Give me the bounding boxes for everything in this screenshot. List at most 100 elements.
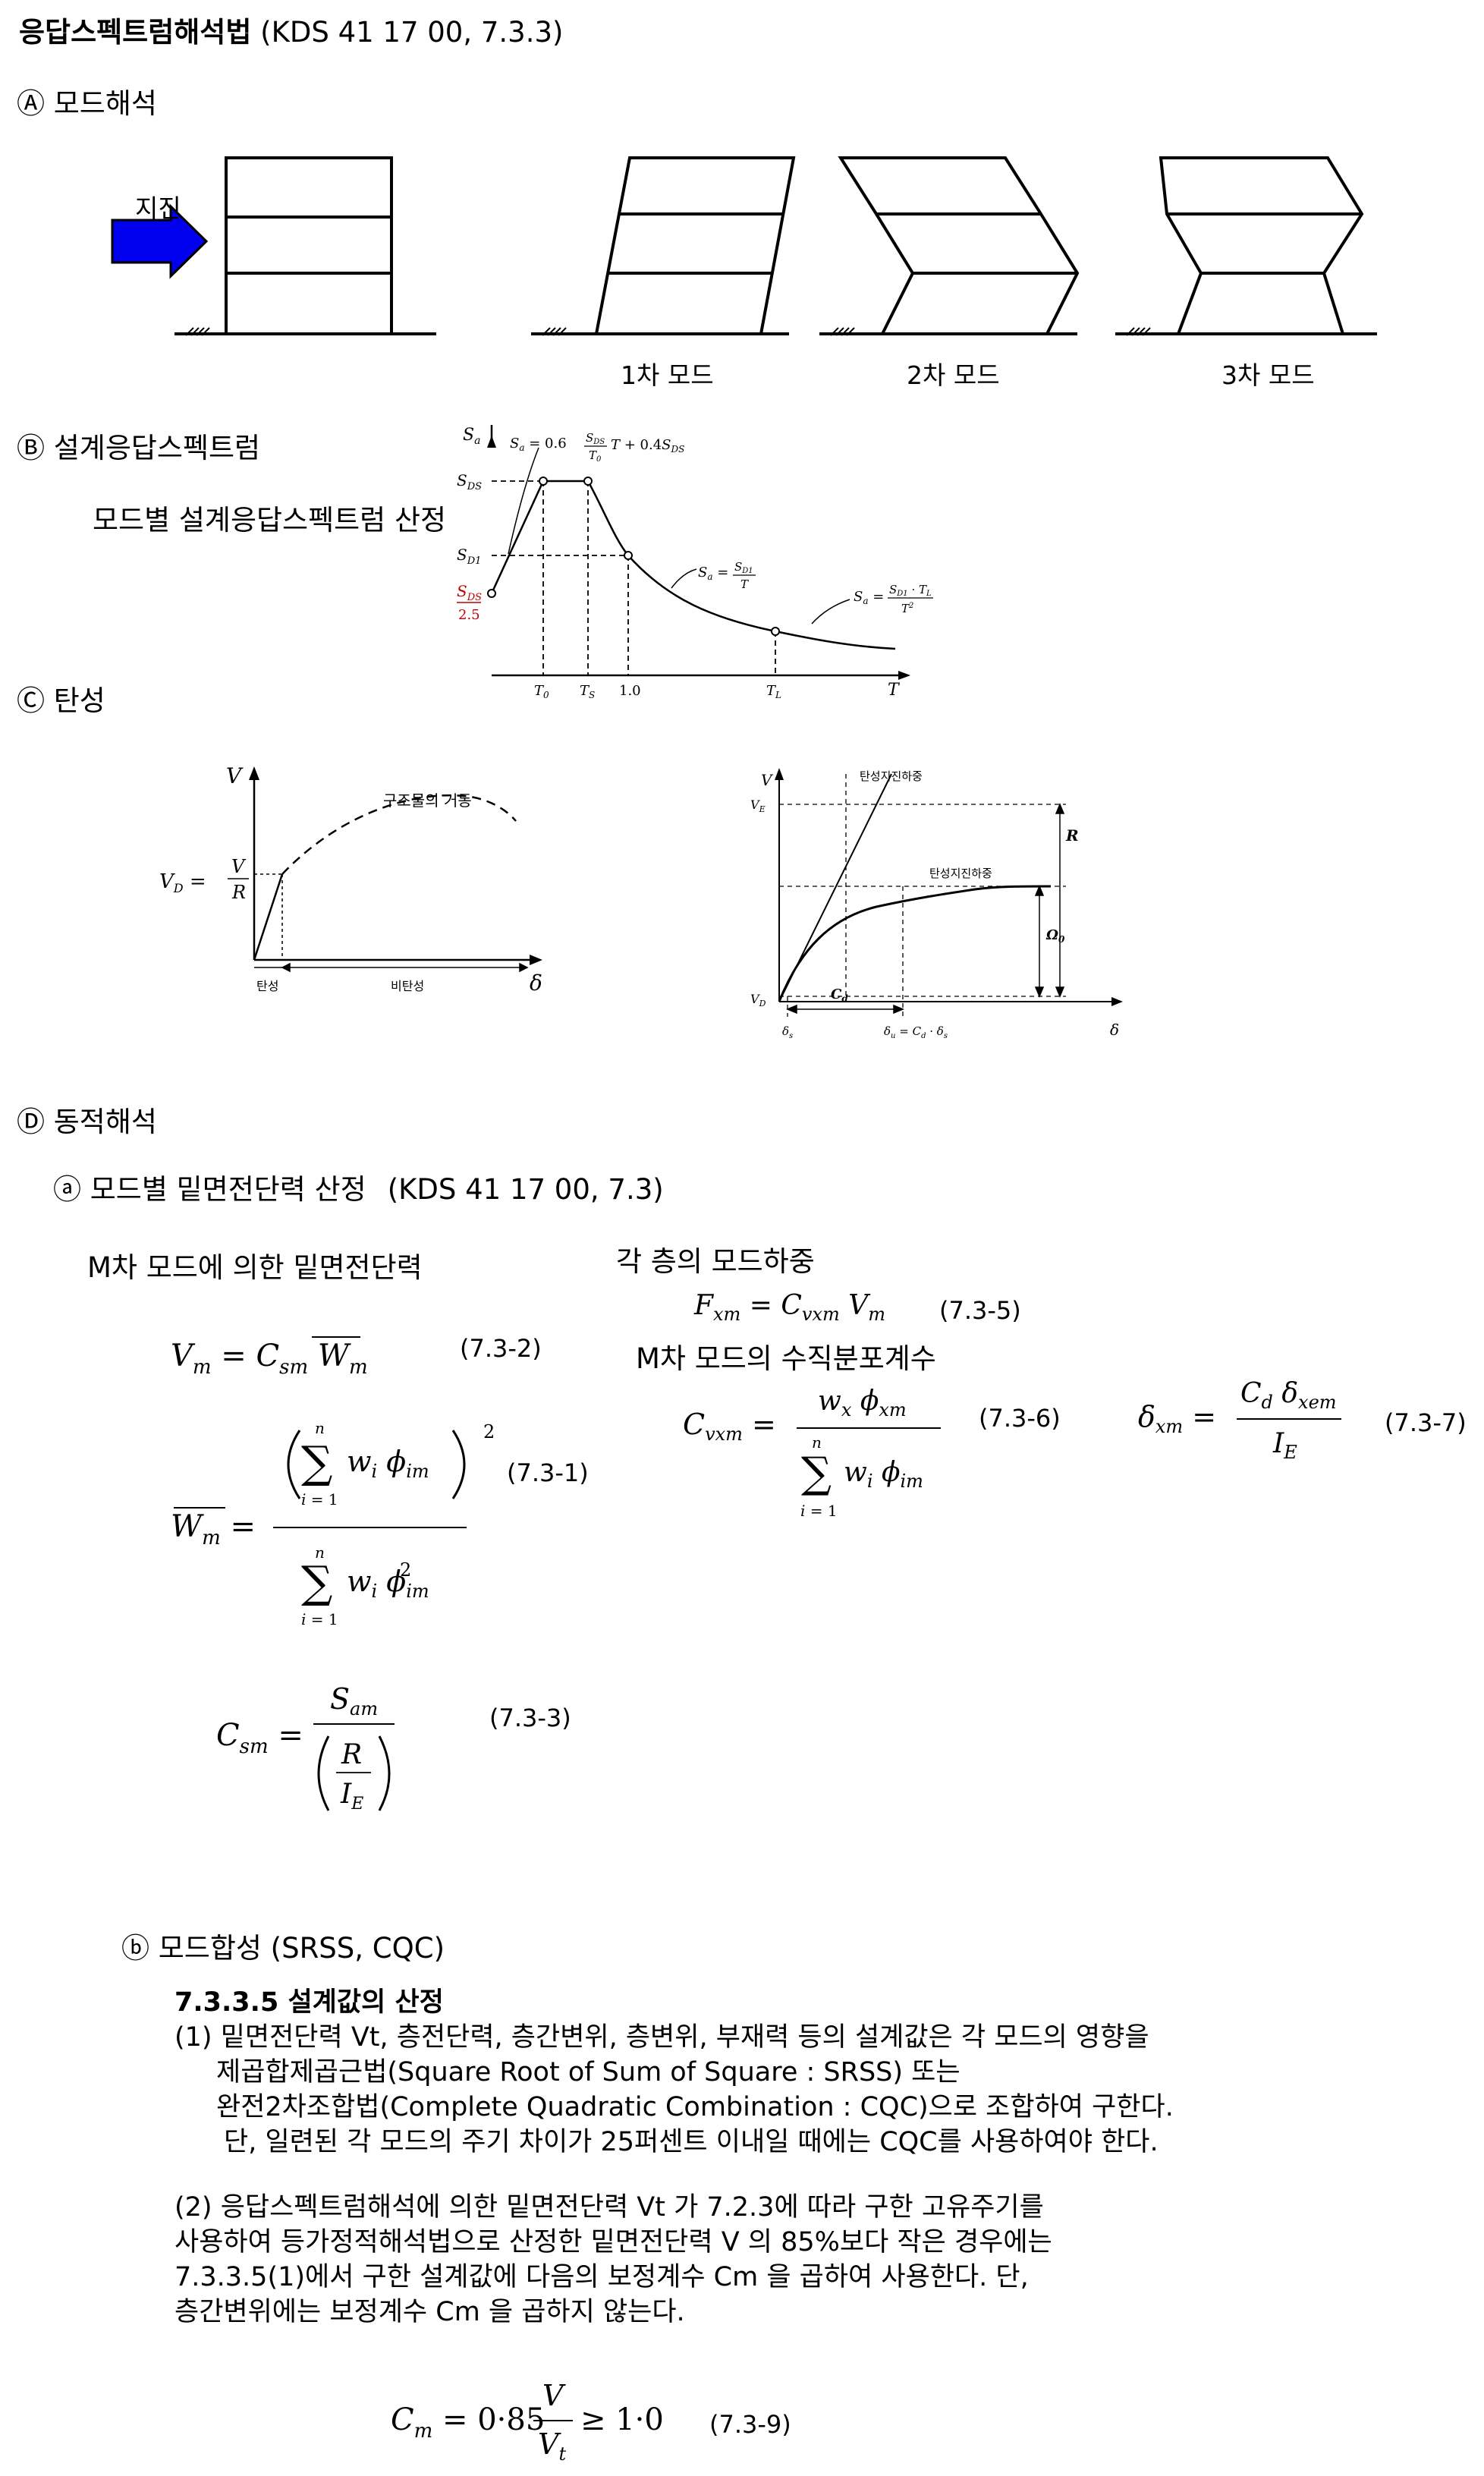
- svg-text:2: 2: [400, 1559, 411, 1581]
- eq-number-7-3-1: (7.3-1): [507, 1458, 589, 1487]
- svg-text:IE: IE: [340, 1779, 363, 1814]
- svg-text:δ: δ: [530, 971, 542, 996]
- svg-text:2: 2: [483, 1421, 495, 1442]
- svg-text:VD: VD: [750, 992, 766, 1008]
- para1-line3: 완전2차조합법(Complete Quadratic Combination :…: [216, 2092, 1174, 2122]
- page-title: 응답스펙트럼해석법 (KDS 41 17 00, 7.3.3): [19, 16, 564, 49]
- svg-text:SD1 · TL: SD1 · TL: [889, 583, 932, 598]
- svg-text:Sam: Sam: [330, 1682, 378, 1719]
- svg-text:δxm =: δxm =: [1138, 1400, 1216, 1437]
- equation-7-3-6: Cvxm = wx ϕxm n ∑ wi ϕim i = 1: [683, 1386, 941, 1520]
- svg-text:n: n: [315, 1419, 325, 1437]
- svg-text:R: R: [341, 1739, 362, 1770]
- svg-text:≥ 1·0: ≥ 1·0: [580, 2402, 664, 2437]
- svg-text:Sa = 0.6: Sa = 0.6: [510, 436, 567, 453]
- svg-text:R: R: [1065, 826, 1079, 845]
- svg-text:Vm = Csm Wm: Vm = Csm Wm: [171, 1339, 368, 1379]
- para1-line4: 단, 일련된 각 모드의 주기 차이가 25퍼센트 이내일 때에는 CQC를 사…: [224, 2127, 1159, 2157]
- svg-text:SDS: SDS: [457, 582, 482, 603]
- svg-text:wx ϕxm: wx ϕxm: [818, 1386, 907, 1420]
- svg-text:n: n: [812, 1433, 822, 1452]
- eq-number-7-3-6: (7.3-6): [979, 1404, 1061, 1433]
- svg-text:wi ϕim: wi ϕim: [347, 1445, 429, 1482]
- svg-text:∑: ∑: [301, 1556, 332, 1608]
- eq-number-7-3-9: (7.3-9): [709, 2410, 791, 2439]
- vertical-dist-label: M차 모드의 수직분포계수: [636, 1342, 936, 1375]
- svg-text:∑: ∑: [301, 1436, 332, 1488]
- mode-3-label: 3차 모드: [1221, 360, 1315, 390]
- equation-7-3-5: Fxm = Cvxm Vm: [693, 1290, 885, 1325]
- svg-text:i = 1: i = 1: [800, 1502, 838, 1520]
- svg-text:2.5: 2.5: [458, 607, 480, 623]
- section-b-heading: Ⓑ 설계응답스펙트럼: [17, 432, 261, 464]
- svg-text:탄성지진하중: 탄성지진하중: [929, 867, 992, 880]
- svg-text:T + 0.4SDS: T + 0.4SDS: [611, 437, 684, 455]
- equation-7-3-1: Wm = 2 n ∑ wi ϕim i = 1 n ∑ wi ϕim 2 i =…: [171, 1419, 495, 1628]
- svg-text:비탄성: 비탄성: [391, 979, 424, 993]
- eq-number-7-3-5: (7.3-5): [939, 1296, 1021, 1325]
- m-base-shear-label: M차 모드에 의한 밑면전단력: [87, 1251, 423, 1284]
- svg-text:V: V: [226, 763, 244, 788]
- section-b-subheading: 모드별 설계응답스펙트럼 산정: [93, 504, 447, 536]
- equation-7-3-3: Csm = Sam R IE: [216, 1682, 395, 1814]
- svg-text:wi ϕim: wi ϕim: [844, 1457, 923, 1492]
- svg-text:V: V: [231, 856, 247, 877]
- svg-text:i = 1: i = 1: [301, 1610, 338, 1628]
- earthquake-label: 지진: [135, 193, 181, 223]
- svg-text:IE: IE: [1272, 1428, 1297, 1463]
- svg-text:Sa =: Sa =: [698, 565, 728, 582]
- svg-text:i = 1: i = 1: [301, 1490, 338, 1509]
- svg-text:Sa =: Sa =: [854, 589, 884, 606]
- svg-text:δu = Cd · δs: δu = Cd · δs: [884, 1024, 948, 1040]
- svg-text:n: n: [315, 1543, 325, 1562]
- svg-text:T0: T0: [534, 683, 549, 700]
- svg-text:V: V: [761, 771, 774, 789]
- svg-text:δ: δ: [1110, 1021, 1119, 1039]
- para1-line1: (1) 밑면전단력 Vt, 층전단력, 층간변위, 층변위, 부재력 등의 설계…: [174, 2022, 1149, 2053]
- svg-text:SD1: SD1: [734, 560, 753, 575]
- elastic-seismic-load-chart: V VE VD 탄성지진하중 탄성지진하중 R Ω0 Cd δs δu = Cd…: [750, 768, 1123, 1040]
- svg-text:R: R: [231, 882, 246, 903]
- earthquake-arrow-icon: [111, 203, 209, 279]
- clause-title: 7.3.3.5 설계값의 산정: [174, 1987, 444, 2018]
- section-a-heading: Ⓐ 모드해석: [17, 87, 157, 120]
- para2-line2: 사용하여 등가정적해석법으로 산정한 밑면전단력 V 의 85%보다 작은 경우…: [174, 2227, 1052, 2257]
- svg-text:VE: VE: [750, 798, 766, 814]
- mode-2-label: 2차 모드: [907, 360, 1000, 390]
- svg-text:Sa: Sa: [463, 426, 480, 447]
- svg-text:T0: T0: [589, 448, 602, 464]
- svg-text:Cd: Cd: [831, 986, 848, 1004]
- svg-text:TL: TL: [766, 683, 781, 700]
- para2-line1: (2) 응답스펙트럼해석에 의한 밑면전단력 Vt 가 7.2.3에 따라 구한…: [174, 2192, 1044, 2223]
- svg-text:T: T: [888, 681, 901, 700]
- sub-a-heading: ⓐ 모드별 밑면전단력 산정(KDS 41 17 00, 7.3): [53, 1173, 664, 1206]
- svg-text:TS: TS: [580, 683, 595, 700]
- equation-7-3-2: Vm = Csm Wm: [171, 1336, 368, 1379]
- svg-text:∑: ∑: [801, 1449, 832, 1498]
- mode-analysis-figure: [111, 156, 1377, 336]
- design-response-spectrum: Sa SDS SD1 SDS 2.5 Sa = 0.6 SDS T0 T + 0…: [457, 425, 933, 700]
- svg-text:T2: T2: [901, 602, 913, 615]
- para2-line3: 7.3.3.5(1)에서 구한 설계값에 다음의 보정계수 Cm 을 곱하여 사…: [174, 2262, 1029, 2292]
- svg-text:SDS: SDS: [457, 471, 482, 492]
- svg-text:Csm =: Csm =: [216, 1718, 303, 1758]
- eq-number-7-3-7: (7.3-7): [1385, 1408, 1467, 1437]
- equation-7-3-7: δxm = Cd δxem IE: [1138, 1378, 1341, 1463]
- svg-text:Cd δxem: Cd δxem: [1240, 1378, 1337, 1413]
- spectrum-curve: [490, 480, 896, 650]
- eq-number-7-3-2: (7.3-2): [460, 1334, 542, 1363]
- svg-text:구조물의 거동: 구조물의 거동: [383, 791, 472, 810]
- para1-line2: 제곱합제곱근법(Square Root of Sum of Square : S…: [216, 2057, 961, 2087]
- svg-text:Vt: Vt: [538, 2427, 566, 2465]
- svg-text:VD =: VD =: [159, 870, 206, 895]
- svg-text:Fxm = Cvxm Vm: Fxm = Cvxm Vm: [693, 1290, 885, 1325]
- eq-number-7-3-3: (7.3-3): [489, 1704, 571, 1732]
- svg-text:Cvxm =: Cvxm =: [683, 1408, 776, 1445]
- elastic-behavior-chart: V VD = V R 구조물의 거동 탄성 비탄성 δ: [159, 763, 542, 996]
- svg-text:Ω0: Ω0: [1045, 927, 1065, 945]
- svg-text:SDS: SDS: [586, 431, 605, 446]
- svg-text:δs: δs: [782, 1024, 793, 1040]
- svg-text:탄성: 탄성: [256, 979, 278, 993]
- svg-text:T: T: [740, 577, 749, 591]
- sub-b-heading: ⓑ 모드합성 (SRSS, CQC): [121, 1932, 445, 1965]
